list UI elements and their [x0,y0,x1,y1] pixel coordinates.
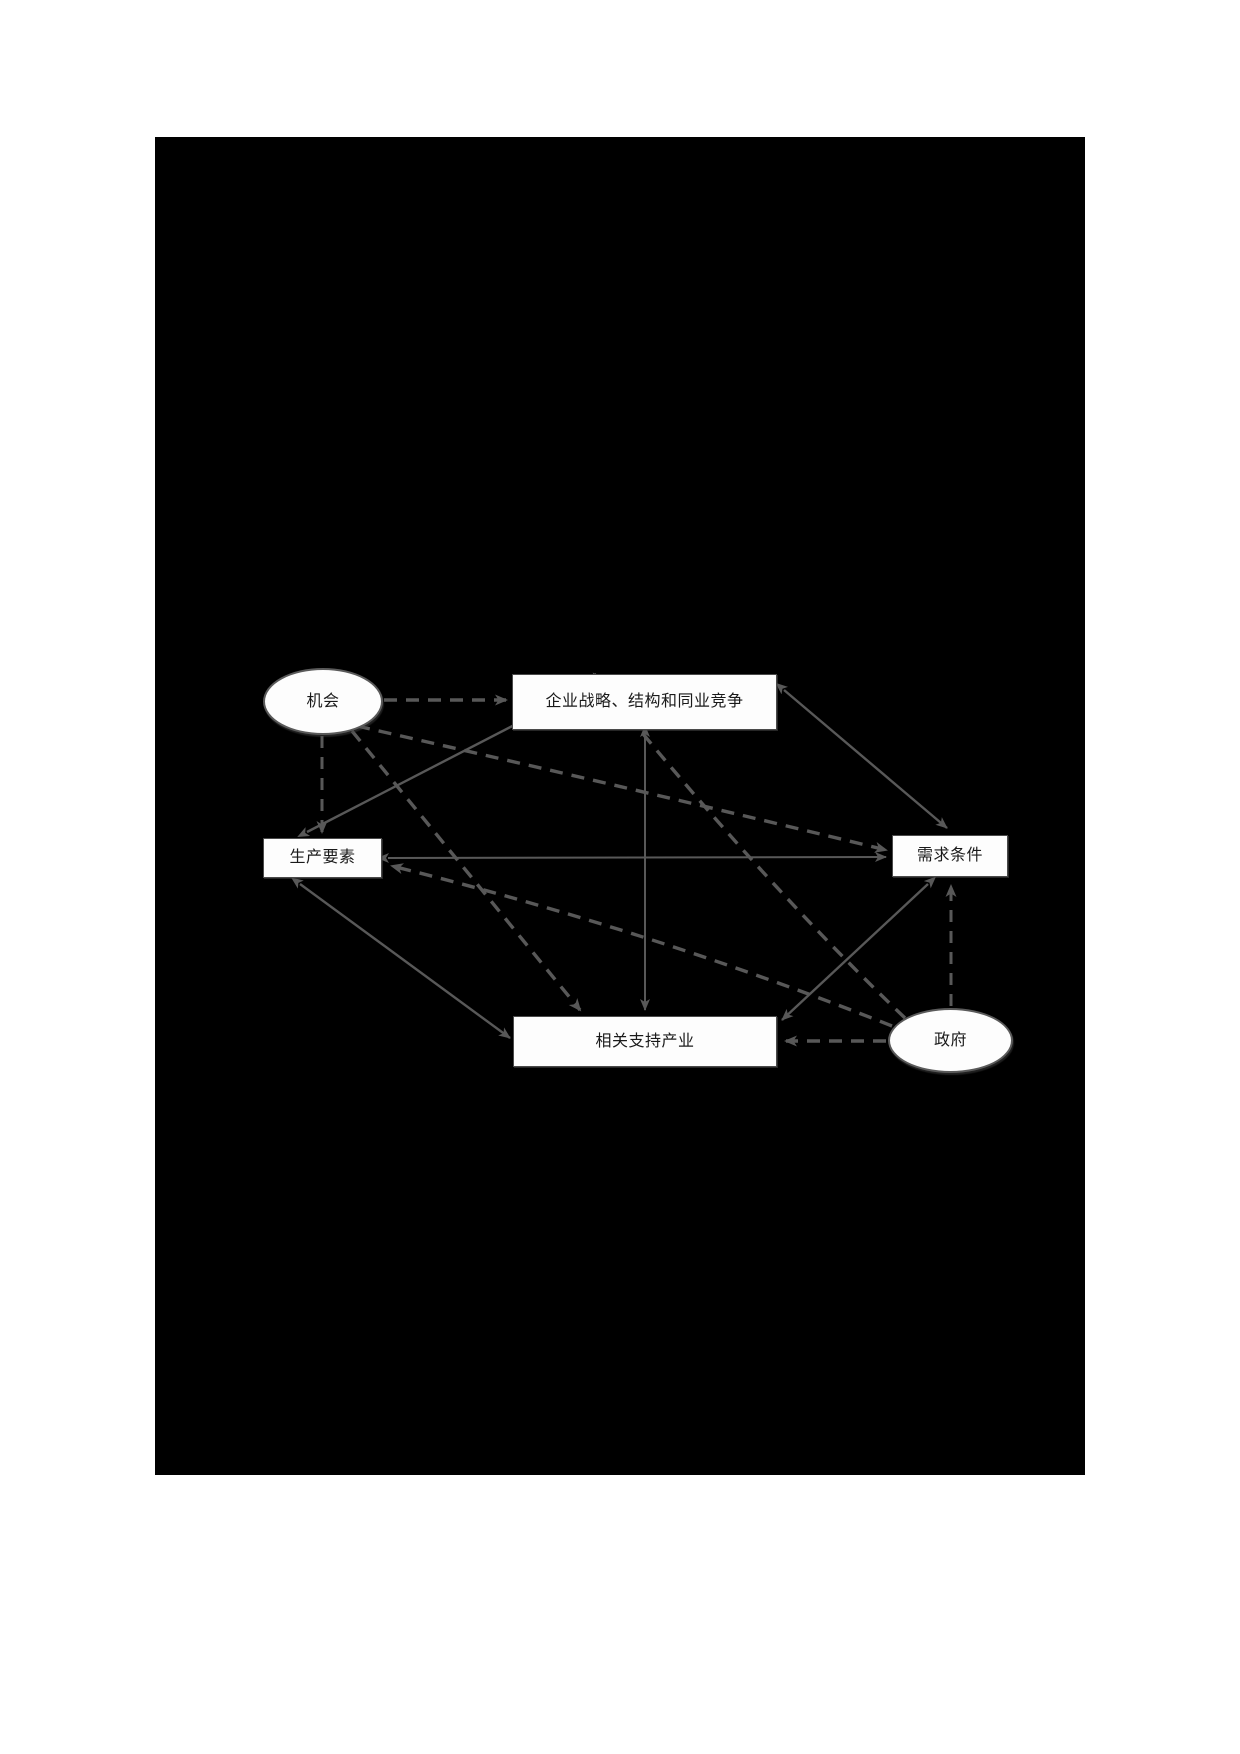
node-firm-strategy-label: 企业战略、结构和同业竞争 [545,693,744,711]
node-opportunity[interactable]: 机会 [263,668,383,735]
node-related-industries-label: 相关支持产业 [595,1032,695,1050]
node-government-label: 政府 [933,1031,967,1049]
node-demand-conditions[interactable]: 需求条件 [892,835,1008,877]
node-demand-conditions-label: 需求条件 [916,847,983,865]
node-related-industries[interactable]: 相关支持产业 [513,1016,777,1067]
node-opportunity-label: 机会 [306,692,340,710]
node-firm-strategy[interactable]: 企业战略、结构和同业竞争 [512,674,777,730]
node-government[interactable]: 政府 [888,1008,1013,1073]
node-factor-conditions-label: 生产要素 [289,849,356,867]
node-factor-conditions[interactable]: 生产要素 [263,838,382,878]
diagram-canvas [155,137,1085,1475]
